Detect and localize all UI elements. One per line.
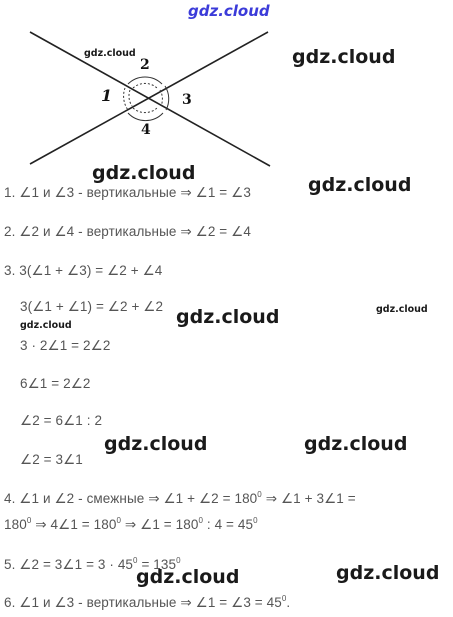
step-3a: 3(∠1 + ∠1) = ∠2 + ∠2 xyxy=(20,299,164,314)
degree-mark: 0 xyxy=(176,556,181,565)
watermark: gdz.cloud xyxy=(292,46,396,68)
label-angle-2: 2 xyxy=(140,57,150,73)
step-6: 6. ∠1 и ∠3 - вертикальные ⇒ ∠1 = ∠3 = 45… xyxy=(4,594,290,611)
arc-angle-1 xyxy=(123,87,129,111)
degree-mark: 0 xyxy=(198,516,204,525)
step-4: 4. ∠1 и ∠2 - смежные ⇒ ∠1 + ∠2 = 1800 ⇒ … xyxy=(4,490,356,507)
step-1: 1. ∠1 и ∠3 - вертикальные ⇒ ∠1 = ∠3 xyxy=(4,185,251,200)
degree-mark: 0 xyxy=(281,594,287,603)
watermark: gdz.cloud xyxy=(376,304,428,315)
arc-angle-3-inner xyxy=(159,89,163,107)
degree-mark: 0 xyxy=(116,516,122,525)
watermark-diagram: gdz.cloud xyxy=(84,48,136,59)
arc-angle-1-inner xyxy=(128,89,133,107)
angles-diagram: 1 2 3 4 xyxy=(29,31,271,167)
watermark: gdz.cloud xyxy=(304,433,408,455)
degree-mark: 0 xyxy=(257,490,262,499)
arc-angle-2-inner xyxy=(132,82,158,89)
arc-angle-4 xyxy=(127,112,164,122)
step-3b: 3 · 2∠1 = 2∠2 xyxy=(20,338,111,353)
step-6-part-a: 6. ∠1 и ∠3 - вертикальные ⇒ ∠1 = ∠3 = 45 xyxy=(4,595,282,610)
watermark: gdz.cloud xyxy=(176,306,280,328)
watermark: gdz.cloud xyxy=(308,174,412,196)
watermark: gdz.cloud xyxy=(336,562,440,584)
arc-angle-4-inner xyxy=(132,107,158,114)
step-3c: 6∠1 = 2∠2 xyxy=(20,376,91,391)
step-3: 3. 3(∠1 + ∠3) = ∠2 + ∠4 xyxy=(4,263,163,278)
label-angle-4: 4 xyxy=(141,122,151,138)
label-angle-3: 3 xyxy=(182,92,192,108)
arc-angle-3 xyxy=(164,85,170,111)
step-5-part-b: = 135 xyxy=(137,557,177,572)
step-3e: ∠2 = 3∠1 xyxy=(20,452,83,467)
step-4-part-d: ⇒ 4∠1 = 180 xyxy=(35,517,117,532)
step-3d: ∠2 = 6∠1 : 2 xyxy=(20,413,103,428)
step-6-part-b: . xyxy=(286,595,291,610)
line-a xyxy=(29,31,271,167)
watermark: gdz.cloud xyxy=(92,162,196,184)
step-4-part-a: 4. ∠1 и ∠2 - смежные ⇒ ∠1 + ∠2 = 180 xyxy=(4,491,258,506)
step-4-part-c: 180 xyxy=(4,517,27,532)
watermark: gdz.cloud xyxy=(136,566,240,588)
watermark: gdz.cloud xyxy=(104,433,208,455)
step-5: 5. ∠2 = 3∠1 = 3 · 450 = 1350 xyxy=(4,556,181,573)
line-b xyxy=(29,31,269,165)
watermark-top: gdz.cloud xyxy=(188,2,270,20)
step-4-part-b: ⇒ ∠1 + 3∠1 = xyxy=(265,491,356,506)
degree-mark: 0 xyxy=(133,556,138,565)
watermark: gdz.cloud xyxy=(20,320,72,331)
degree-mark: 0 xyxy=(253,516,258,525)
step-4-cont: 1800 ⇒ 4∠1 = 1800 ⇒ ∠1 = 1800 : 4 = 450 xyxy=(4,516,258,533)
step-4-part-f: : 4 = 45 xyxy=(206,517,254,532)
arc-angle-2 xyxy=(127,76,163,85)
step-5-part-a: 5. ∠2 = 3∠1 = 3 · 45 xyxy=(4,557,134,572)
step-2: 2. ∠2 и ∠4 - вертикальные ⇒ ∠2 = ∠4 xyxy=(4,224,251,239)
step-4-part-e: ⇒ ∠1 = 180 xyxy=(124,517,199,532)
label-angle-1: 1 xyxy=(101,86,112,105)
degree-mark: 0 xyxy=(26,516,32,525)
